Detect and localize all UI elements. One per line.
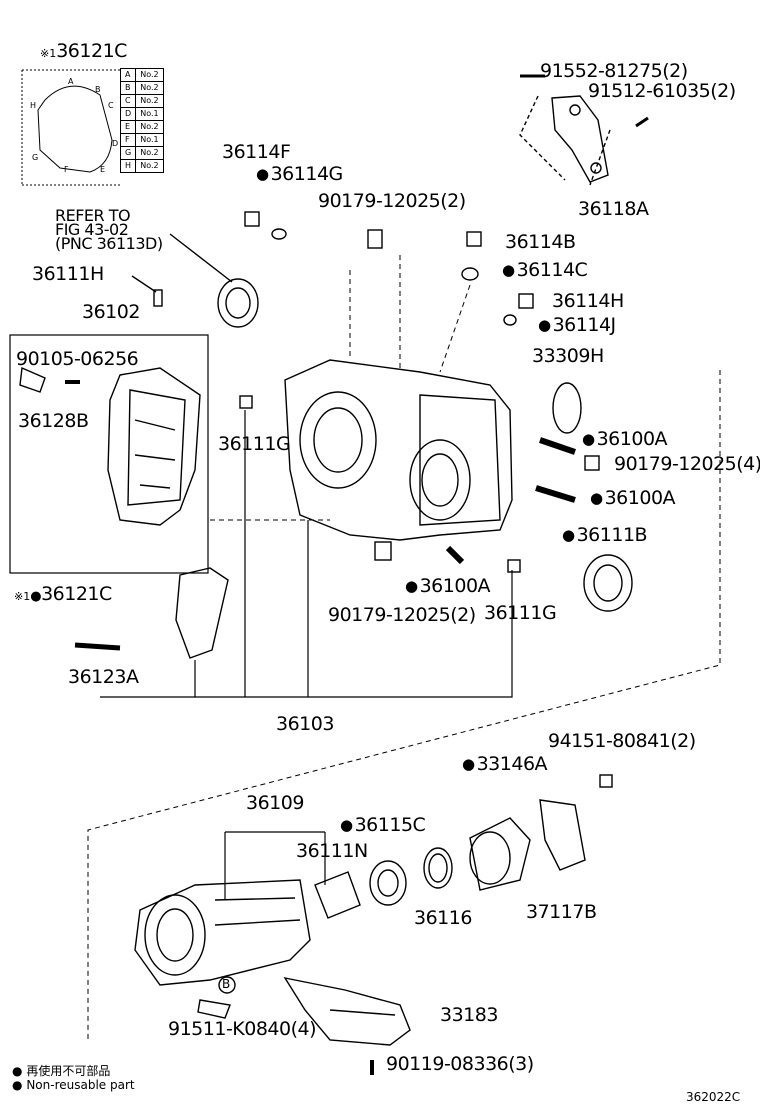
- label-36102[interactable]: 36102: [82, 301, 140, 323]
- label-36114G[interactable]: 36114G: [256, 165, 344, 184]
- label-B: B: [222, 977, 230, 991]
- label-36121C[interactable]: ※1●36121C: [14, 583, 112, 605]
- label-36115C[interactable]: 36115C: [340, 816, 426, 835]
- label-36111G-1[interactable]: 36111G: [218, 433, 291, 455]
- hole-table-pos: C: [119, 94, 137, 108]
- svg-text:F: F: [64, 165, 69, 174]
- hole-table-val: No.2: [135, 146, 164, 160]
- refer-line3: (PNC 36113D): [55, 234, 163, 253]
- hole-table-pos: B: [119, 81, 137, 95]
- hole-table-val: No.2: [135, 94, 164, 108]
- label-90179-12025-c[interactable]: 90179-12025(2): [328, 604, 476, 626]
- refer-line2: FIG 43-02: [55, 220, 129, 239]
- hole-table-pos: G: [119, 146, 137, 160]
- label-36114H[interactable]: 36114H: [552, 290, 624, 312]
- label-36118A[interactable]: 36118A: [578, 198, 649, 220]
- label-94151-80841[interactable]: 94151-80841(2): [548, 730, 696, 752]
- hole-table-pos: F: [119, 133, 137, 147]
- label-36121C-text: 36121C: [41, 583, 112, 605]
- legend-en: ● Non-reusable part: [12, 1078, 135, 1092]
- svg-text:A: A: [68, 77, 74, 86]
- title-note-mark: ※1: [40, 47, 57, 60]
- legend-jp: ● 再使用不可部品: [12, 1062, 110, 1079]
- label-36114C[interactable]: 36114C: [502, 261, 588, 280]
- label-36116[interactable]: 36116: [414, 907, 472, 929]
- label-36111H[interactable]: 36111H: [32, 263, 104, 285]
- label-36109[interactable]: 36109: [246, 792, 304, 814]
- label-90119-08336[interactable]: 90119-08336(3): [386, 1053, 534, 1075]
- hole-table-val: No.2: [135, 159, 164, 173]
- hole-table-pos: E: [119, 120, 137, 134]
- title-note-part: 36121C: [56, 40, 127, 62]
- label-91511-K0840[interactable]: 91511-K0840(4): [168, 1018, 317, 1040]
- title-note: ※136121C: [40, 42, 127, 61]
- svg-text:E: E: [100, 165, 105, 174]
- refer-line1: REFER TO: [55, 206, 131, 225]
- label-36111G-2[interactable]: 36111G: [484, 602, 557, 624]
- bracket-36118A: [520, 74, 649, 183]
- label-33183[interactable]: 33183: [440, 1004, 498, 1026]
- label-36114J[interactable]: 36114J: [538, 316, 617, 335]
- label-36123A[interactable]: 36123A: [68, 666, 139, 688]
- label-37117B[interactable]: 37117B: [526, 901, 597, 923]
- label-33146A[interactable]: 33146A: [462, 755, 548, 774]
- svg-text:G: G: [32, 153, 38, 162]
- legend-en-dot: ●: [12, 1078, 23, 1092]
- hole-table-pos: H: [119, 159, 137, 173]
- label-91552-81275[interactable]: 91552-81275(2): [540, 60, 688, 82]
- legend-jp-text: 再使用不可部品: [26, 1064, 111, 1078]
- label-91512-61035[interactable]: 91512-61035(2): [588, 80, 736, 102]
- diagram-code: 362022C: [686, 1090, 741, 1104]
- hole-table-val: No.2: [135, 68, 164, 82]
- label-90179-12025-b[interactable]: 90179-12025(4): [614, 453, 760, 475]
- label-36111B[interactable]: 36111B: [562, 526, 648, 545]
- housing-36103: [284, 359, 513, 541]
- label-36103[interactable]: 36103: [276, 713, 334, 735]
- label-36111N[interactable]: 36111N: [296, 840, 368, 862]
- extension-housing-36109: [134, 879, 311, 986]
- label-36100A-2[interactable]: 36100A: [590, 489, 676, 508]
- label-90105-06256[interactable]: 90105-06256: [16, 348, 139, 370]
- label-36100A-1[interactable]: 36100A: [582, 430, 668, 449]
- label-36100A-3[interactable]: 36100A: [405, 577, 491, 596]
- hole-table-pos: D: [119, 107, 137, 121]
- svg-text:C: C: [108, 101, 114, 110]
- label-90179-12025-a[interactable]: 90179-12025(2): [318, 190, 466, 212]
- legend-en-text: Non-reusable part: [26, 1078, 135, 1092]
- hole-table-val: No.2: [135, 120, 164, 134]
- cover-36102: [107, 367, 201, 526]
- svg-text:H: H: [30, 101, 36, 110]
- svg-text:D: D: [112, 139, 118, 148]
- label-36114B[interactable]: 36114B: [505, 231, 576, 253]
- hole-table-val: No.1: [135, 133, 164, 147]
- label-36128B[interactable]: 36128B: [18, 410, 89, 432]
- hole-table-pos: A: [119, 68, 137, 82]
- label-33309H[interactable]: 33309H: [532, 345, 604, 367]
- legend-jp-dot: ●: [12, 1064, 23, 1078]
- label-36121C-mark: ※1: [14, 590, 31, 603]
- hole-position-sketch: [21, 69, 120, 186]
- svg-text:B: B: [95, 85, 101, 94]
- label-36114F[interactable]: 36114F: [222, 141, 291, 163]
- seal-ref: [217, 278, 259, 328]
- hole-table-val: No.1: [135, 107, 164, 121]
- hole-table-val: No.2: [135, 81, 164, 95]
